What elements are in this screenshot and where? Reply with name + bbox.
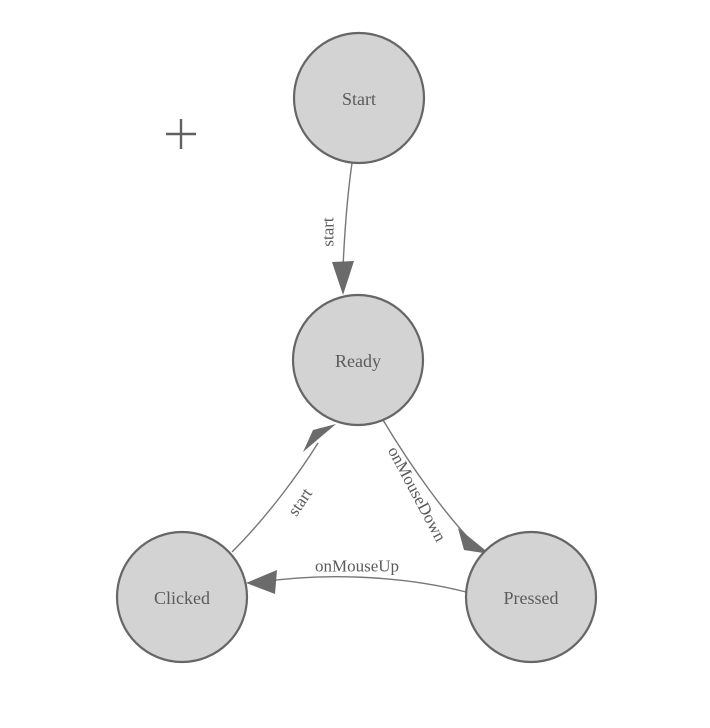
edge-label-clicked-to-ready: start bbox=[284, 484, 316, 519]
node-pressed[interactable]: Pressed bbox=[464, 530, 598, 664]
node-start-circle[interactable] bbox=[292, 31, 426, 165]
edge-label-ready-to-pressed: onMouseDown bbox=[384, 443, 450, 545]
node-clicked[interactable]: Clicked bbox=[115, 530, 249, 664]
node-start[interactable]: Start bbox=[292, 31, 426, 165]
node-ready-circle[interactable] bbox=[291, 293, 425, 427]
arrowhead-pressed-to-clicked bbox=[246, 570, 277, 594]
arrowhead-ready-to-pressed bbox=[458, 528, 490, 554]
edge-line-start-to-ready[interactable] bbox=[342, 162, 353, 269]
arrowhead-clicked-to-ready-body bbox=[303, 424, 336, 452]
node-pressed-label: Pressed bbox=[504, 588, 559, 608]
edge-line-clicked-to-ready[interactable] bbox=[231, 442, 319, 553]
edge-pressed-to-clicked[interactable]: onMouseUp bbox=[246, 557, 467, 595]
edge-start-to-ready[interactable]: start bbox=[319, 162, 355, 295]
edge-clicked-to-ready[interactable]: start bbox=[231, 424, 336, 553]
node-clicked-label: Clicked bbox=[154, 588, 210, 608]
node-ready-label: Ready bbox=[335, 351, 381, 371]
edge-label-start-to-ready: start bbox=[319, 217, 338, 247]
crosshair-icon bbox=[166, 119, 196, 149]
node-ready[interactable]: Ready bbox=[291, 293, 425, 427]
arrowhead-start-to-ready bbox=[332, 261, 354, 295]
node-start-label: Start bbox=[342, 89, 376, 109]
edge-ready-to-pressed[interactable]: onMouseDown bbox=[382, 419, 490, 554]
node-clicked-circle[interactable] bbox=[115, 530, 249, 664]
edge-line-pressed-to-clicked[interactable] bbox=[261, 576, 467, 593]
edge-label-pressed-to-clicked: onMouseUp bbox=[315, 557, 399, 576]
node-pressed-circle[interactable] bbox=[464, 530, 598, 664]
